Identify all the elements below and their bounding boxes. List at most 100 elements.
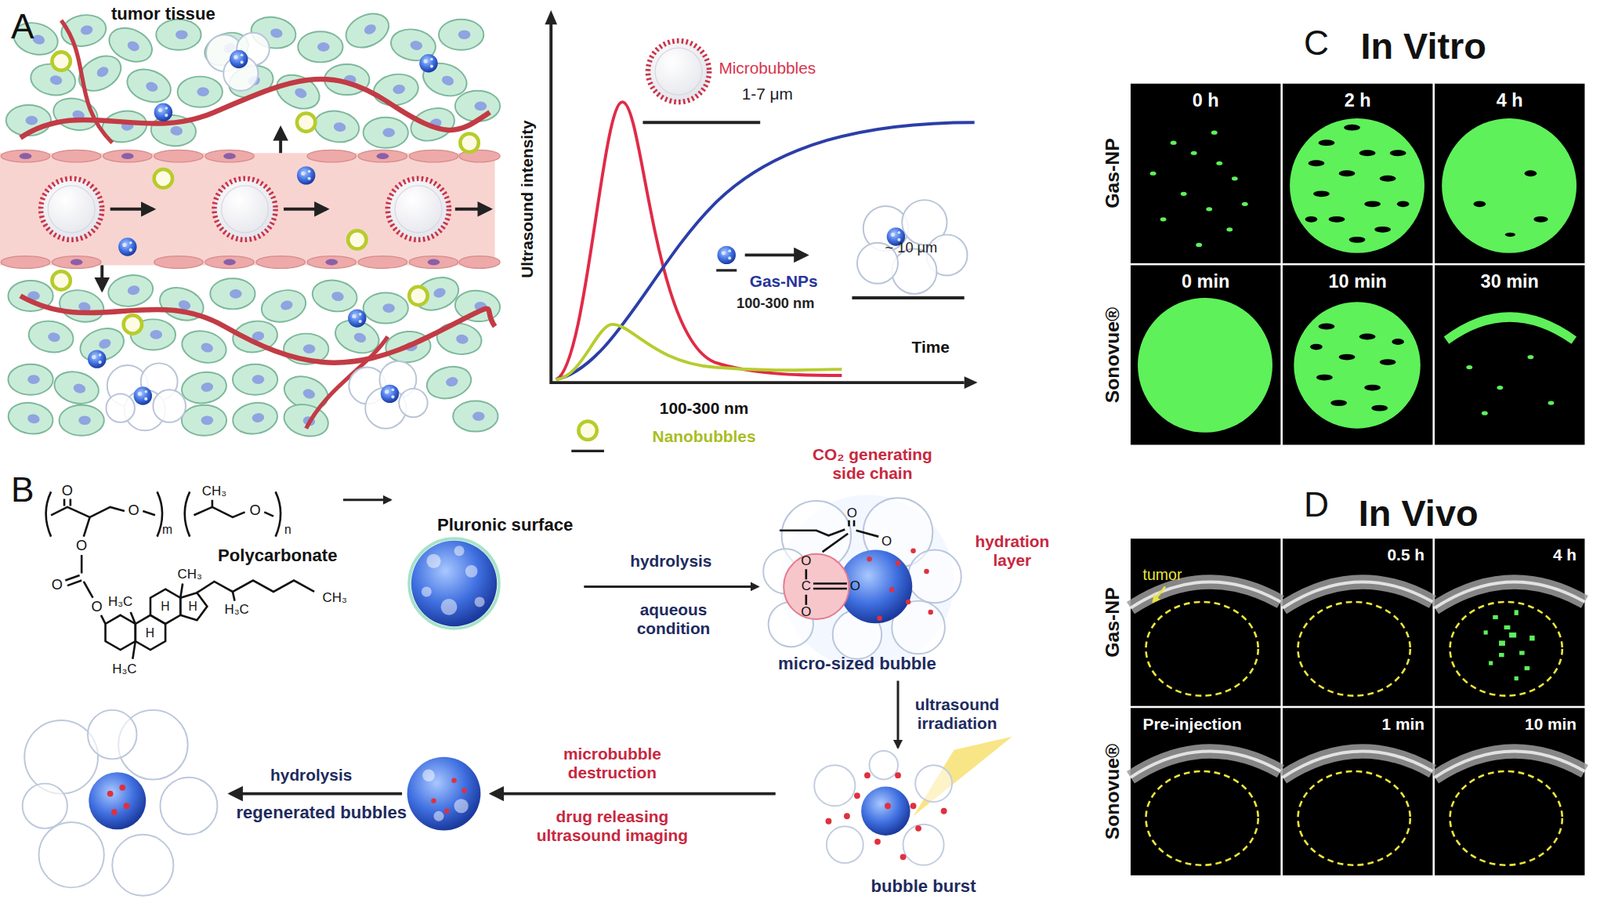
panel-title: In Vitro (1360, 27, 1487, 65)
panel-letter: C (1303, 25, 1329, 61)
atom-label: CH₃ (202, 484, 227, 500)
process-arrows (230, 792, 775, 796)
atom-label: m (162, 522, 173, 537)
node-text: 0.5 h (1387, 545, 1425, 565)
atom-label: O (850, 579, 861, 594)
atom-label: O (76, 537, 87, 554)
flow-arrow (343, 498, 391, 501)
node-text: 0 h (1192, 89, 1220, 111)
node-text: tumor (1143, 565, 1183, 583)
axis-label: Time (912, 337, 950, 357)
node-text: 2 h (1344, 89, 1372, 111)
atom-label: CH₃ (177, 566, 203, 582)
process-stage: Pluronic surface (392, 489, 582, 628)
dimension: ~ 10 μm (885, 239, 938, 257)
node-text: hydration layer (966, 532, 1058, 570)
legend-label: Microbubbles (718, 58, 816, 78)
node-text: 0 min (1181, 271, 1230, 293)
process-stage: Polycarbonate (22, 479, 341, 710)
atom-label: CH₃ (322, 590, 347, 605)
node-text: 30 min (1480, 271, 1539, 293)
released-sphere (407, 756, 482, 831)
node-text: bubble burst (871, 876, 977, 896)
atom-label: O (800, 553, 811, 569)
node-text: Polycarbonate (217, 546, 337, 566)
image-panel: 0 min (1130, 264, 1281, 445)
process-stage: bubble burst (775, 749, 1011, 903)
edge-label: hydrolysis (627, 551, 714, 571)
panel-letter: A (10, 9, 35, 44)
image-panel: 10 min (1434, 707, 1585, 875)
atom-label: H₃C (112, 661, 137, 677)
atom-label: O (847, 505, 858, 521)
tumor-tissue (0, 7, 502, 441)
atom-label: H (188, 599, 197, 614)
node-text: 10 min (1524, 714, 1577, 734)
atom-label: n (284, 522, 292, 537)
row-label: Sonovue® (1100, 743, 1123, 840)
chemical-structure (46, 491, 315, 659)
atom-label: O (128, 501, 140, 518)
node-text: 4 h (1552, 545, 1577, 565)
image-panel: 30 min (1434, 264, 1585, 445)
dimension: 1-7 μm (742, 84, 793, 104)
dimension: 100-300 nm (659, 398, 749, 418)
image-panel: 1 min (1282, 707, 1433, 875)
atom-label: H (145, 626, 155, 641)
image-panel: 0.5 h (1282, 538, 1433, 706)
regenerated-cluster (22, 709, 218, 896)
row-label: Gas-NP (1100, 586, 1123, 657)
dimension: 100-300 nm (736, 294, 815, 312)
axis-label: Ultrasound intensity (517, 119, 537, 278)
image-panel: 10 min (1282, 264, 1433, 445)
atom-label: O (249, 501, 261, 518)
in-vivo-images (1130, 538, 1586, 876)
row-label: Gas-NP (1100, 138, 1123, 209)
node-text: Pluronic surface (437, 515, 573, 536)
node-text: 10 min (1328, 271, 1387, 293)
node-text: 4 h (1496, 89, 1524, 111)
region-label: tumor tissue (111, 3, 216, 24)
process-label: drug releasing ultrasound imaging (522, 807, 702, 845)
image-panel: 0 h (1130, 83, 1281, 264)
intensity-chart (544, 10, 978, 451)
flow-arrow (897, 680, 900, 748)
node-text: 1 min (1382, 714, 1425, 734)
legend-label: Gas-NPs (749, 271, 819, 291)
atom-label: C (801, 579, 811, 594)
process-stage: regenerated bubbles (20, 703, 410, 898)
node-text: Pre-injection (1143, 714, 1242, 734)
atom-label: O (61, 482, 73, 500)
bubble-burst (814, 736, 1013, 866)
atom-label: O (800, 604, 811, 620)
flow-arrow (583, 585, 758, 588)
node-text: regenerated bubbles (235, 803, 407, 823)
image-panel: 2 h (1282, 83, 1433, 264)
atom-label: H₃C (224, 602, 249, 618)
image-panel: 4 h (1434, 83, 1585, 264)
edge-label: ultrasound irradiation (903, 695, 1010, 733)
legend-label: Nanobubbles (652, 427, 757, 446)
atom-label: O (51, 575, 63, 593)
process-label: hydrolysis (270, 765, 352, 785)
node-text: micro-sized bubble (778, 654, 937, 674)
in-vitro-images (1130, 83, 1586, 446)
panel-title: In Vivo (1358, 494, 1479, 532)
image-panel: tumor (1130, 538, 1281, 706)
atom-label: H₃C (108, 593, 133, 609)
image-panel: Pre-injection (1130, 707, 1281, 875)
micro-bubble (763, 494, 962, 668)
panel-letter: B (10, 472, 35, 507)
pluronic-sphere (409, 538, 500, 629)
atom-label: H (160, 599, 170, 614)
callout: CO₂ generating side chain (796, 445, 949, 483)
image-panel: 4 h (1434, 538, 1585, 706)
row-label: Sonovue® (1100, 307, 1123, 404)
atom-label: O (91, 598, 103, 616)
condition-label: aqueous condition (627, 600, 720, 638)
process-label: microbubble destruction (550, 744, 674, 782)
atom-label: O (881, 533, 892, 549)
panel-letter: D (1303, 487, 1329, 522)
